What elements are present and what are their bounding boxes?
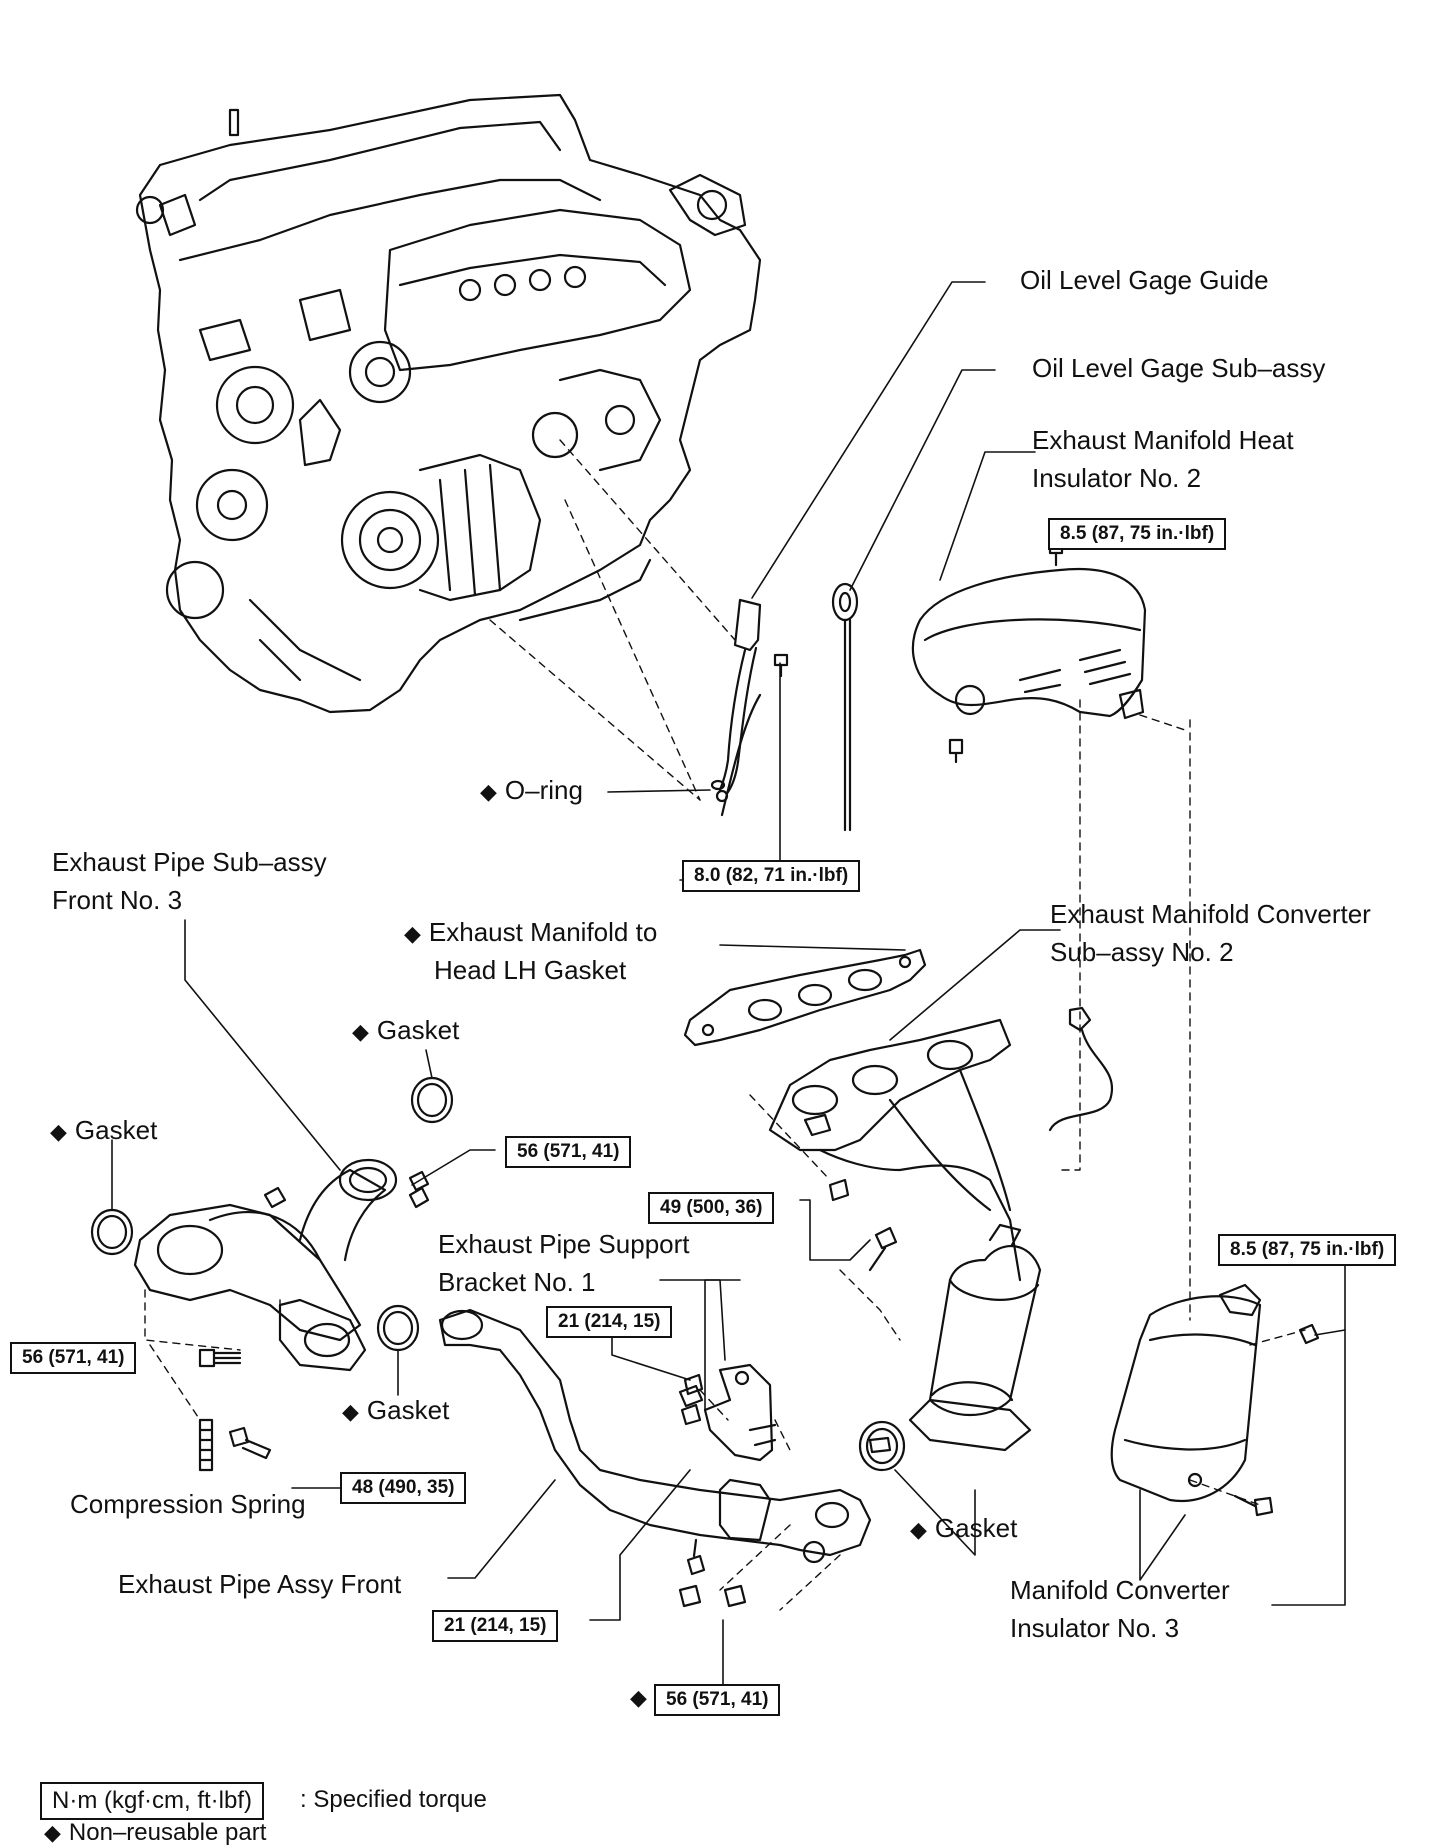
torque-spring-bolt: 48 (490, 35) bbox=[340, 1472, 467, 1504]
torque-manifold-nut: 49 (500, 36) bbox=[648, 1192, 775, 1224]
label-manifold-to-head-gasket-line1-text: Exhaust Manifold to bbox=[428, 917, 658, 947]
legend-torque-description: : Specified torque bbox=[300, 1786, 487, 1813]
torque-bracket-nut: 21 (214, 15) bbox=[546, 1306, 673, 1338]
label-exhaust-pipe-assy-front: Exhaust Pipe Assy Front bbox=[118, 1569, 402, 1599]
label-manifold-to-head-gasket-line2: Head LH Gasket bbox=[434, 955, 627, 985]
non-reusable-marker: ◆ bbox=[342, 1399, 359, 1424]
oil-level-gage-parts bbox=[715, 538, 1064, 832]
non-reusable-marker: ◆ bbox=[352, 1019, 369, 1044]
label-converter-insulator-no3-line2: Insulator No. 3 bbox=[1010, 1613, 1180, 1643]
label-gasket-right: ◆ Gasket bbox=[910, 1510, 1017, 1548]
exhaust-pipe-support-bracket-no1 bbox=[680, 1363, 777, 1462]
exhaust-manifold-to-head-lh-gasket bbox=[683, 948, 927, 1047]
label-gasket-mid-text: Gasket bbox=[366, 1395, 450, 1425]
non-reusable-marker: ◆ bbox=[404, 921, 421, 946]
exhaust-manifold-converter-sub-assy-no2 bbox=[768, 1006, 1113, 1454]
torque-pipe-nut-top: 56 (571, 41) bbox=[505, 1136, 632, 1168]
label-manifold-to-head-gasket-line1: ◆ Exhaust Manifold to bbox=[404, 914, 657, 952]
alignment-lines bbox=[144, 439, 1306, 1611]
label-gasket-top: ◆ Gasket bbox=[352, 1012, 459, 1050]
label-oil-level-gage-sub-assy: Oil Level Gage Sub–assy bbox=[1032, 353, 1326, 383]
label-support-bracket-line1: Exhaust Pipe Support bbox=[438, 1229, 690, 1259]
label-heat-insulator-no2-line2: Insulator No. 2 bbox=[1032, 463, 1202, 493]
label-gasket-mid: ◆ Gasket bbox=[342, 1392, 449, 1430]
engine-block-illustration bbox=[135, 93, 762, 714]
fasteners bbox=[198, 1170, 1320, 1608]
label-gasket-left: ◆ Gasket bbox=[50, 1112, 157, 1150]
label-gasket-right-text: Gasket bbox=[934, 1513, 1018, 1543]
label-converter-sub-assy-line1: Exhaust Manifold Converter bbox=[1050, 899, 1371, 929]
non-reusable-marker: ◆ bbox=[50, 1119, 67, 1144]
exhaust-pipe-sub-assy-front-no3 bbox=[133, 1158, 430, 1372]
torque-insulator-no3-bolt: 8.5 (87, 75 in.·lbf) bbox=[1218, 1234, 1397, 1266]
torque-heat-insulator-bolt: 8.5 (87, 75 in.·lbf) bbox=[1048, 518, 1227, 550]
legend-non-reusable-text: Non–reusable part bbox=[68, 1819, 267, 1846]
label-o-ring-text: O–ring bbox=[504, 775, 583, 805]
label-exhaust-pipe-sub-assy-line1: Exhaust Pipe Sub–assy bbox=[52, 847, 327, 877]
torque-gage-guide-bolt: 8.0 (82, 71 in.·lbf) bbox=[682, 860, 861, 892]
torque-pipe-nut-bottom: 56 (571, 41) bbox=[654, 1684, 781, 1716]
label-gasket-left-text: Gasket bbox=[74, 1115, 158, 1145]
label-oil-level-gage-guide: Oil Level Gage Guide bbox=[1020, 265, 1269, 295]
label-support-bracket-line2: Bracket No. 1 bbox=[438, 1267, 596, 1297]
label-converter-insulator-no3-line1: Manifold Converter bbox=[1010, 1575, 1230, 1605]
legend-non-reusable: ◆ Non–reusable part bbox=[44, 1818, 266, 1848]
label-compression-spring: Compression Spring bbox=[70, 1489, 306, 1519]
label-converter-sub-assy-line2: Sub–assy No. 2 bbox=[1050, 937, 1234, 967]
label-exhaust-pipe-sub-assy-line2: Front No. 3 bbox=[52, 885, 183, 915]
leader-lines bbox=[111, 281, 1346, 1691]
manifold-converter-insulator-no3 bbox=[1110, 1283, 1262, 1503]
non-reusable-marker: ◆ bbox=[480, 779, 497, 804]
exhaust-pipe-assy-front bbox=[438, 1308, 872, 1564]
label-o-ring: ◆ O–ring bbox=[480, 772, 583, 810]
legend-torque-units-box: N·m (kgf·cm, ft·lbf) bbox=[40, 1782, 264, 1820]
label-heat-insulator-no2-line1: Exhaust Manifold Heat bbox=[1032, 425, 1294, 455]
non-reusable-marker: ◆ bbox=[910, 1517, 927, 1542]
exhaust-manifold-heat-insulator-no2 bbox=[911, 568, 1147, 764]
label-gasket-top-text: Gasket bbox=[376, 1015, 460, 1045]
non-reusable-marker-bottom-nut: ◆ bbox=[630, 1685, 647, 1710]
non-reusable-marker: ◆ bbox=[44, 1820, 61, 1845]
torque-clamp-nut: 21 (214, 15) bbox=[432, 1610, 559, 1642]
o-ring-part bbox=[710, 779, 726, 791]
torque-pipe-bolt-left: 56 (571, 41) bbox=[10, 1342, 137, 1374]
